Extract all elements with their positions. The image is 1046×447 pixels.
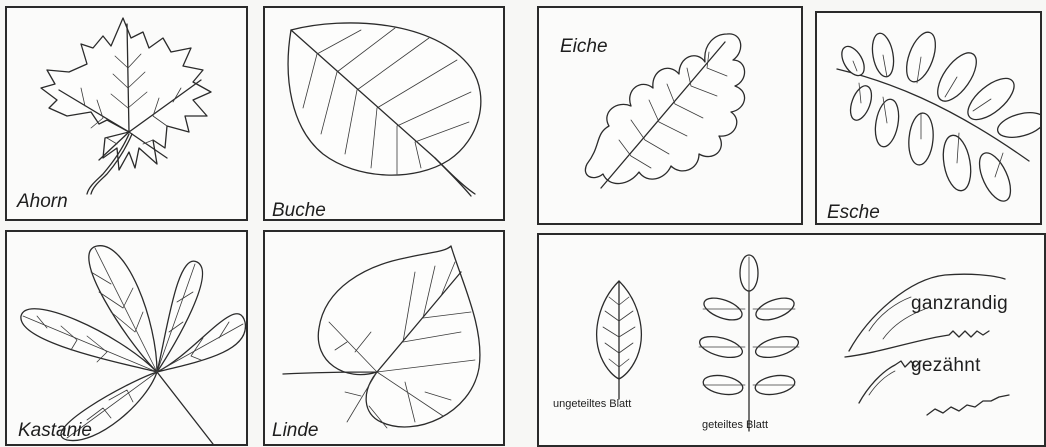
label-linde: Linde (272, 420, 319, 442)
label-geteiltes-blatt: geteiltes Blatt (702, 419, 768, 431)
label-ahorn: Ahorn (17, 191, 68, 213)
leaf-types-legend-drawing (539, 235, 1046, 447)
maple-leaf-drawing (7, 8, 248, 221)
panel-buche: Buche (263, 6, 505, 221)
panel-eiche: Eiche (537, 6, 803, 225)
label-buche: Buche (272, 200, 326, 221)
label-esche: Esche (827, 202, 880, 224)
ash-leaf-drawing (817, 13, 1042, 225)
panel-kastanie: Kastanie (5, 230, 248, 446)
linden-leaf-drawing (265, 232, 505, 446)
panel-linde: Linde (263, 230, 505, 446)
label-kastanie: Kastanie (18, 420, 92, 442)
beech-leaf-drawing (265, 8, 505, 221)
label-ganzrandig: ganzrandig (911, 293, 1008, 315)
label-ungeteiltes-blatt: ungeteiltes Blatt (553, 398, 631, 410)
label-eiche: Eiche (560, 36, 608, 58)
panel-esche: Esche (815, 11, 1042, 225)
label-gezaehnt: gezähnt (911, 355, 981, 377)
chestnut-leaf-drawing (7, 232, 248, 446)
panel-ahorn: Ahorn (5, 6, 248, 221)
panel-legend: ungeteiltes Blatt geteiltes Blatt ganzra… (537, 233, 1046, 447)
